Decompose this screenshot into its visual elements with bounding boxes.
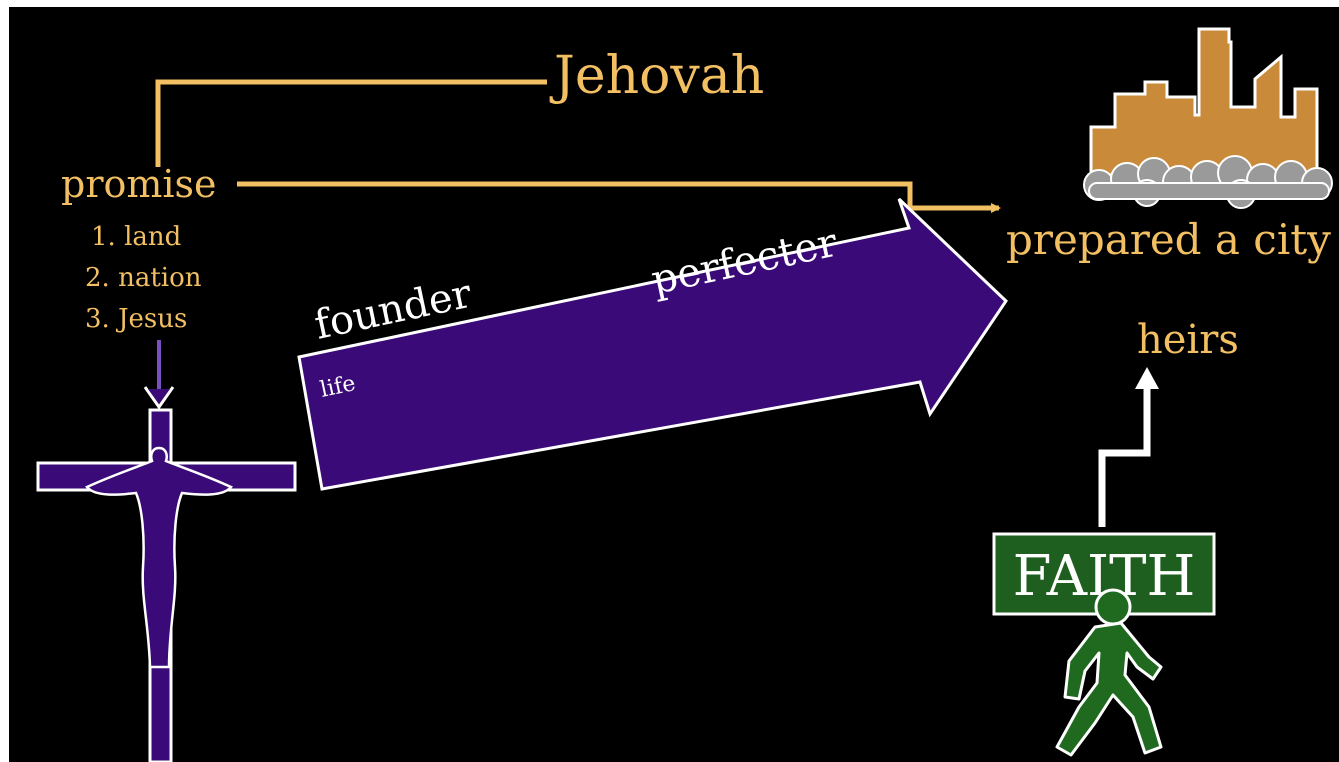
prepared-city-label: prepared a city bbox=[1006, 215, 1331, 264]
down-arrow-icon bbox=[143, 340, 175, 410]
promise-item-1: 1. land bbox=[91, 222, 181, 252]
heirs-label: heirs bbox=[1137, 317, 1239, 363]
walking-person-icon bbox=[1055, 588, 1163, 757]
city-skyline-icon bbox=[1083, 27, 1333, 209]
crucifix-icon bbox=[36, 408, 297, 762]
promise-label: promise bbox=[61, 162, 217, 206]
life-arrow bbox=[297, 197, 1008, 491]
promise-item-3: 3. Jesus bbox=[85, 304, 187, 334]
faith-to-heirs-arrow bbox=[1098, 367, 1159, 527]
jehovah-connector bbox=[155, 79, 547, 167]
promise-to-city-connector bbox=[237, 181, 1001, 213]
diagram-canvas: Jehovah promise 1. land 2. nation 3. Jes… bbox=[36, 27, 1333, 762]
diagram-slide: Jehovah promise 1. land 2. nation 3. Jes… bbox=[9, 7, 1339, 762]
jehovah-label: Jehovah bbox=[549, 46, 764, 106]
promise-item-2: 2. nation bbox=[85, 263, 202, 293]
